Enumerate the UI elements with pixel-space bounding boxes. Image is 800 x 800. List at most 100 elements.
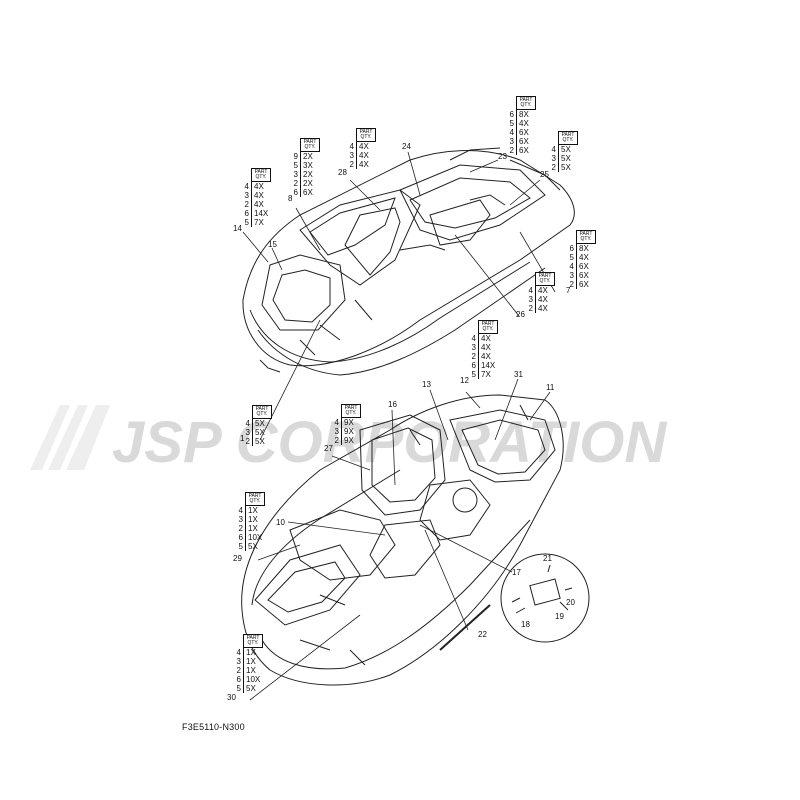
part-ref-number: 4 xyxy=(569,262,574,271)
qty-header-part: PART xyxy=(246,635,260,641)
part-quantity: 5X xyxy=(243,684,260,693)
callout-1: 1 xyxy=(240,434,245,443)
qty-header-part: PART xyxy=(303,139,317,145)
qty-header-qty: QTY. xyxy=(580,236,592,242)
part-ref-number: 4 xyxy=(509,128,514,137)
qty-header-qty: QTY. xyxy=(249,498,261,504)
callout-13: 13 xyxy=(422,380,431,389)
part-ref-number: 5 xyxy=(471,370,476,379)
qty-header-qty: QTY. xyxy=(520,102,532,108)
part-quantity: 5X xyxy=(558,163,575,172)
part-quantity: 4X xyxy=(535,286,552,295)
qty-header-part: PART xyxy=(579,231,593,237)
part-ref-number: 2 xyxy=(569,280,574,289)
callout-27: 27 xyxy=(324,444,333,453)
part-ref-number: 9 xyxy=(293,152,298,161)
part-ref-number: 3 xyxy=(238,515,243,524)
callout-10: 10 xyxy=(276,518,285,527)
part-ref-number: 5 xyxy=(509,119,514,128)
part-ref-number: 4 xyxy=(244,182,249,191)
callout-14: 14 xyxy=(233,224,242,233)
part-quantity: 6X xyxy=(516,137,533,146)
part-ref-number: 6 xyxy=(293,188,298,197)
part-quantity: 1X xyxy=(243,657,260,666)
part-quantity: 6X xyxy=(516,146,533,155)
trim-strip xyxy=(439,604,491,651)
part-quantity: 9X xyxy=(341,418,358,427)
part-ref-number: 2 xyxy=(334,436,339,445)
part-ref-number: 4 xyxy=(349,142,354,151)
part-ref-number: 3 xyxy=(551,154,556,163)
part-ref-number: 3 xyxy=(509,137,514,146)
callout-31: 31 xyxy=(514,370,523,379)
callout-29: 29 xyxy=(233,554,242,563)
upper-boat-drawing xyxy=(242,147,575,376)
part-quantity: 1X xyxy=(245,524,262,533)
callout-26: 26 xyxy=(516,310,525,319)
callout-21: 21 xyxy=(543,554,552,563)
part-quantity: 4X xyxy=(251,200,268,209)
part-ref-number: 4 xyxy=(236,648,241,657)
part-ref-number: 4 xyxy=(528,286,533,295)
part-ref-number: 5 xyxy=(293,161,298,170)
part-quantity: 4X xyxy=(478,352,495,361)
part-quantity: 8X xyxy=(576,244,593,253)
part-quantity: 4X xyxy=(478,334,495,343)
callout-24: 24 xyxy=(402,142,411,151)
qty-header-qty: QTY. xyxy=(345,410,357,416)
part-ref-number: 2 xyxy=(509,146,514,155)
part-quantity: 4X xyxy=(516,119,533,128)
qty-header-part: PART xyxy=(359,129,373,135)
part-ref-number: 3 xyxy=(528,295,533,304)
part-ref-number: 2 xyxy=(528,304,533,313)
part-quantity: 9X xyxy=(341,427,358,436)
part-ref-number: 6 xyxy=(569,244,574,253)
callout-25: 25 xyxy=(540,170,549,179)
part-ref-number: 4 xyxy=(245,419,250,428)
part-quantity: 4X xyxy=(478,343,495,352)
callout-22: 22 xyxy=(478,630,487,639)
callout-28: 28 xyxy=(338,168,347,177)
part-quantity: 14X xyxy=(478,361,495,370)
qty-header-qty: QTY. xyxy=(256,411,268,417)
part-quantity: 7X xyxy=(251,218,268,227)
part-quantity: 5X xyxy=(558,154,575,163)
part-quantity: 2X xyxy=(300,179,317,188)
watermark-text: JSP CORPORATION xyxy=(112,410,667,475)
callout-7: 7 xyxy=(566,286,571,295)
part-quantity: 5X xyxy=(245,542,262,551)
part-ref-number: 6 xyxy=(471,361,476,370)
part-ref-number: 4 xyxy=(551,145,556,154)
qty-header-part: PART xyxy=(481,321,495,327)
part-ref-number: 4 xyxy=(334,418,339,427)
qty-header-qty: QTY. xyxy=(255,174,267,180)
part-quantity: 4X xyxy=(356,142,373,151)
part-ref-number: 3 xyxy=(245,428,250,437)
qty-header-part: PART xyxy=(255,406,269,412)
part-ref-number: 6 xyxy=(236,675,241,684)
detail-inset xyxy=(500,553,590,643)
part-quantity: 6X xyxy=(576,262,593,271)
